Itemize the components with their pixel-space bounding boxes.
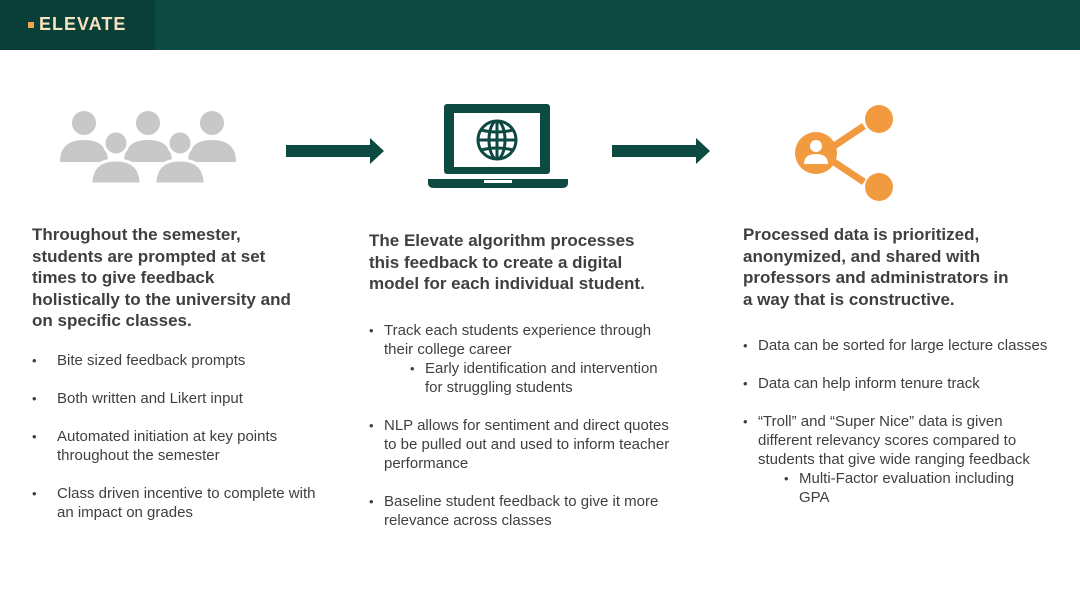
list-item-text: Track each students experience through t…: [384, 322, 652, 358]
list-item-text: Baseline student feedback to give it mor…: [384, 493, 659, 529]
list-item: Track each students experience through t…: [369, 321, 677, 397]
elevate-logo: ELEVATE: [28, 13, 126, 35]
logo-text: ELEVATE: [39, 13, 127, 34]
list-item: Data can help inform tenure track: [743, 374, 1048, 393]
column-3-bullet-list: Data can be sorted for large lecture cla…: [743, 336, 1048, 526]
list-item: Both written and Likert input: [32, 389, 332, 408]
list-item: Data can be sorted for large lecture cla…: [743, 336, 1048, 355]
share-network-icon: [795, 105, 893, 201]
laptop-globe-icon: [428, 104, 568, 188]
arrow-right-icon: [612, 138, 710, 164]
sub-list-item: Multi-Factor evaluation including GPA: [784, 469, 1048, 507]
list-item: NLP allows for sentiment and direct quot…: [369, 416, 677, 473]
sub-list: Early identification and intervention fo…: [384, 359, 677, 397]
list-item-text: “Troll” and “Super Nice” data is given d…: [758, 413, 1030, 468]
column-3-heading: Processed data is prioritized, anonymize…: [743, 225, 1009, 309]
logo-mark-icon: [28, 21, 34, 28]
column-2-heading: The Elevate algorithm processes this fee…: [369, 231, 645, 293]
column-2-bullet-list: Track each students experience through t…: [369, 321, 677, 549]
list-item: Baseline student feedback to give it mor…: [369, 492, 677, 530]
list-item-text: Data can be sorted for large lecture cla…: [758, 337, 1048, 354]
column-1-bullet-list: Bite sized feedback prompts Both written…: [32, 351, 332, 541]
column-1-heading: Throughout the semester, students are pr…: [32, 225, 291, 330]
list-item: Bite sized feedback prompts: [32, 351, 332, 370]
list-item: Automated initiation at key points throu…: [32, 427, 332, 465]
people-group-icon: [60, 111, 236, 184]
list-item-text: NLP allows for sentiment and direct quot…: [384, 417, 670, 472]
sub-list: Multi-Factor evaluation including GPA: [758, 469, 1048, 507]
list-item-text: Data can help inform tenure track: [758, 375, 980, 392]
list-item: “Troll” and “Super Nice” data is given d…: [743, 412, 1048, 507]
header-bar: ELEVATE: [0, 0, 1080, 50]
header-logo-panel: [0, 0, 155, 50]
sub-list-item: Early identification and intervention fo…: [410, 359, 677, 397]
list-item: Class driven incentive to complete with …: [32, 484, 332, 522]
arrow-right-icon: [286, 138, 384, 164]
